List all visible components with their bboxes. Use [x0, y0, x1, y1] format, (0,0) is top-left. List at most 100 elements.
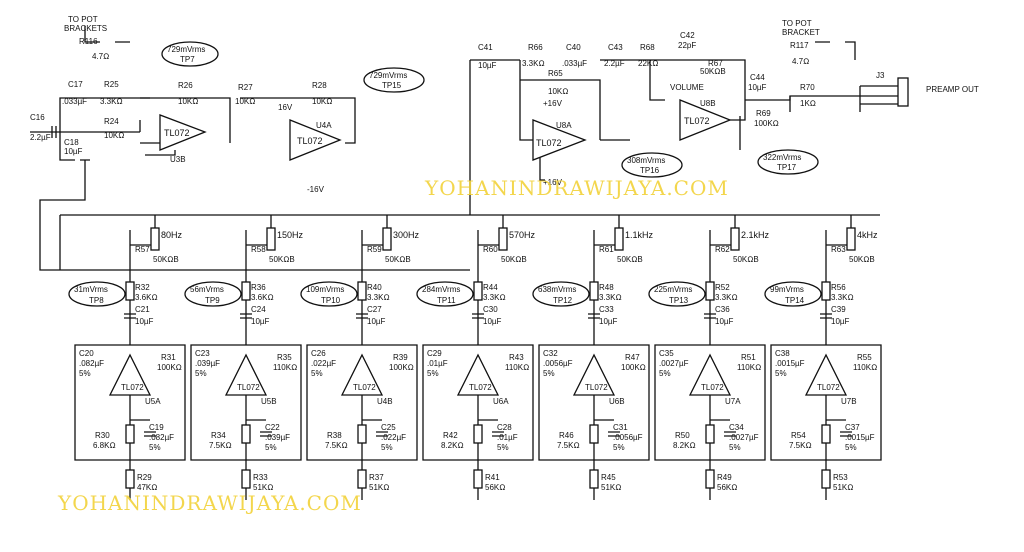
band-label: 50KΩB	[617, 255, 643, 264]
band-label: R42	[443, 431, 458, 440]
band-label: 10µF	[367, 317, 386, 326]
band-label: 110KΩ	[505, 363, 529, 372]
band-label: 51KΩ	[833, 483, 853, 492]
eq-band-3: 300HzR5950KΩB109mVrmsTP10R403.3KΩC2710µF…	[300, 215, 420, 500]
test-point-tp7: 729mVrms TP7	[161, 41, 219, 67]
resistor	[589, 469, 599, 489]
band-label: .039µF	[195, 359, 220, 368]
band-label: C28	[497, 423, 512, 432]
band-label: 7.5KΩ	[557, 441, 580, 450]
svg-text:.033µF: .033µF	[562, 59, 587, 68]
band-label: 3.3KΩ	[599, 293, 622, 302]
svg-text:C16: C16	[30, 113, 45, 122]
band-label: 50KΩB	[385, 255, 411, 264]
eq-band-1: 80HzR5750KΩB31mVrmsTP8R323.6KΩC2110µFTL0…	[68, 215, 186, 500]
svg-text:10KΩ: 10KΩ	[104, 131, 124, 140]
svg-text:R27: R27	[238, 83, 253, 92]
band-label: R34	[211, 431, 226, 440]
svg-text:C44: C44	[750, 73, 765, 82]
band-label: TL072	[121, 383, 144, 392]
svg-text:2.2µF: 2.2µF	[30, 133, 51, 142]
band-label: TL072	[701, 383, 724, 392]
svg-text:BRACKET: BRACKET	[782, 28, 820, 37]
band-label: R36	[251, 283, 266, 292]
band-label: 5%	[195, 369, 207, 378]
band-label: TL072	[353, 383, 376, 392]
band-label: .039µF	[265, 433, 290, 442]
svg-text:VOLUME: VOLUME	[670, 83, 704, 92]
band-label: R51	[741, 353, 756, 362]
op-amp-u4a: TL072 U4A 16V -16V	[278, 103, 342, 194]
band-label: C30	[483, 305, 498, 314]
svg-text:C42: C42	[680, 31, 695, 40]
band-label: TL072	[237, 383, 260, 392]
band-label: R57	[135, 245, 150, 254]
svg-text:+16V: +16V	[543, 178, 563, 187]
band-label: C25	[381, 423, 396, 432]
band-label: C20	[79, 349, 94, 358]
svg-text:R116: R116	[79, 37, 98, 46]
band-label: 225mVrms	[654, 285, 692, 294]
test-point	[648, 281, 706, 307]
band-label: 110KΩ	[273, 363, 297, 372]
band-label: 50KΩB	[733, 255, 759, 264]
svg-text:TO POT: TO POT	[782, 19, 812, 28]
band-label: R48	[599, 283, 614, 292]
band-label: 51KΩ	[253, 483, 273, 492]
svg-text:2.2µF: 2.2µF	[604, 59, 625, 68]
svg-text:TP16: TP16	[640, 166, 660, 175]
band-label: R30	[95, 431, 110, 440]
band-label: TL072	[817, 383, 840, 392]
band-label: 3.3KΩ	[831, 293, 854, 302]
svg-text:U4A: U4A	[316, 121, 332, 130]
band-label: C23	[195, 349, 210, 358]
band-label: 100KΩ	[621, 363, 646, 372]
band-label: TP13	[669, 296, 689, 305]
band-label: U5A	[145, 397, 161, 406]
band-label: 50KΩB	[501, 255, 527, 264]
eq-bands: 80HzR5750KΩB31mVrmsTP8R323.6KΩC2110µFTL0…	[68, 215, 882, 500]
band-label: U6A	[493, 397, 509, 406]
band-label: 51KΩ	[601, 483, 621, 492]
svg-text:R24: R24	[104, 117, 119, 126]
svg-text:16V: 16V	[278, 103, 293, 112]
resistor	[241, 469, 251, 489]
band-label: 4kHz	[857, 230, 878, 240]
band-label: C33	[599, 305, 614, 314]
band-label: TP11	[437, 296, 456, 305]
svg-text:50KΩB: 50KΩB	[700, 67, 726, 76]
resistor	[357, 281, 367, 301]
band-label: C22	[265, 423, 280, 432]
band-label: R33	[253, 473, 268, 482]
svg-text:10µF: 10µF	[64, 147, 83, 156]
svg-text:TL072: TL072	[297, 136, 323, 146]
band-label: 3.6KΩ	[251, 293, 274, 302]
band-label: C37	[845, 423, 860, 432]
svg-text:+16V: +16V	[543, 99, 563, 108]
svg-text:3.3KΩ: 3.3KΩ	[522, 59, 545, 68]
band-label: 10µF	[831, 317, 850, 326]
band-label: 56KΩ	[717, 483, 737, 492]
svg-text:729mVrms: 729mVrms	[167, 45, 205, 54]
resistor	[473, 281, 483, 301]
band-label: R52	[715, 283, 730, 292]
band-label: R62	[715, 245, 730, 254]
svg-text:U3B: U3B	[170, 155, 186, 164]
band-label: .01µF	[427, 359, 448, 368]
test-point	[68, 281, 126, 307]
band-label: R41	[485, 473, 500, 482]
op-amp-u8b: TL072 U8B	[679, 99, 732, 141]
band-label: 570Hz	[509, 230, 536, 240]
band-label: TP14	[785, 296, 805, 305]
band-label: C29	[427, 349, 442, 358]
band-label: C24	[251, 305, 266, 314]
band-label: 7.5KΩ	[789, 441, 812, 450]
svg-text:10KΩ: 10KΩ	[312, 97, 332, 106]
band-label: 31mVrms	[74, 285, 108, 294]
band-label: 100KΩ	[157, 363, 182, 372]
band-label: R58	[251, 245, 266, 254]
svg-text:729mVrms: 729mVrms	[369, 71, 407, 80]
svg-text:.033µF: .033µF	[62, 97, 87, 106]
band-label: .0027µF	[659, 359, 689, 368]
